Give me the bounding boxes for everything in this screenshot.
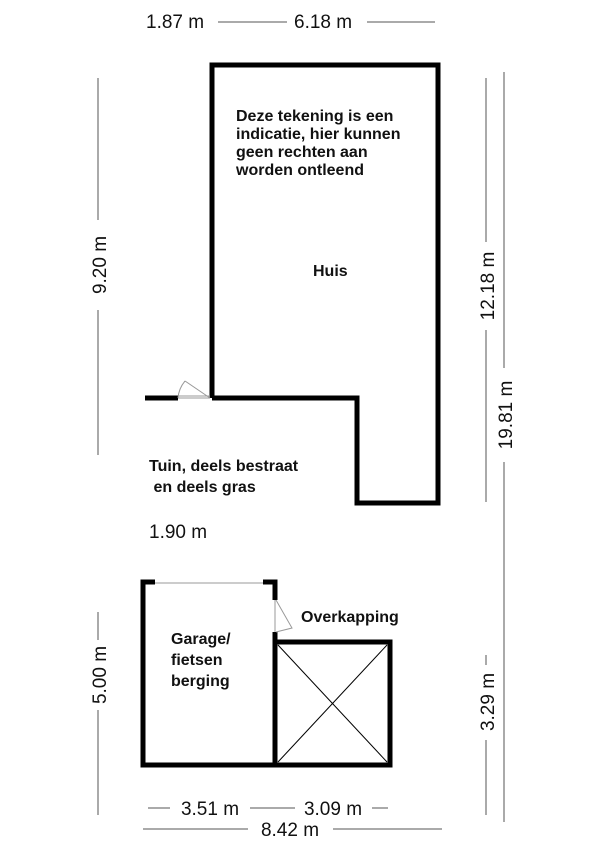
dim-right-carport: 3.29 m (478, 673, 499, 731)
house-walls (209, 62, 441, 506)
room-label-house: Huis (313, 263, 348, 280)
dim-top-width: 6.18 m (294, 12, 352, 33)
svg-text:fietsen: fietsen (171, 652, 223, 669)
svg-text:berging: berging (171, 673, 230, 690)
garage-side-door (274, 599, 293, 633)
dim-bottom-carport: 3.09 m (304, 799, 362, 820)
carport-cross (277, 644, 388, 763)
dim-left-house: 9.20 m (90, 236, 111, 294)
dim-garden-gap: 1.90 m (149, 522, 207, 543)
garage-walls (140, 579, 393, 768)
svg-text:worden ontleend: worden ontleend (235, 162, 364, 179)
svg-text:Deze tekening is een: Deze tekening is een (236, 108, 393, 125)
svg-text:Garage/: Garage/ (171, 631, 231, 648)
house-door (177, 380, 211, 399)
dim-left-garage: 5.00 m (90, 646, 111, 704)
svg-text:en deels gras: en deels gras (149, 479, 256, 496)
room-label-carport: Overkapping (301, 609, 399, 626)
disclaimer-text: Deze tekening is een indicatie, hier kun… (235, 108, 400, 179)
dimension-lines (97, 21, 505, 830)
svg-text:indicatie, hier kunnen: indicatie, hier kunnen (236, 126, 400, 143)
svg-text:Tuin, deels bestraat: Tuin, deels bestraat (149, 458, 299, 475)
room-label-garage: Garage/ fietsen berging (171, 631, 231, 690)
room-label-garden: Tuin, deels bestraat en deels gras (149, 458, 299, 496)
dim-bottom-garage: 3.51 m (181, 799, 239, 820)
dim-right-total: 19.81 m (496, 381, 517, 450)
dim-right-house: 12.18 m (478, 252, 499, 321)
dim-bottom-total: 8.42 m (261, 820, 319, 841)
dim-top-left: 1.87 m (146, 12, 204, 33)
svg-text:geen rechten aan: geen rechten aan (236, 144, 368, 161)
